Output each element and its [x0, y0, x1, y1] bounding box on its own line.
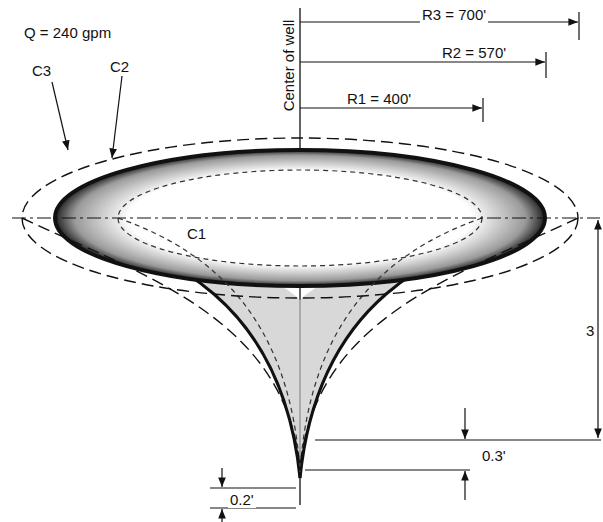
curve-callout: C1: [185, 225, 208, 242]
drawdown-dimension: 3: [584, 322, 596, 339]
drawdown-dimension: 0.2': [228, 491, 256, 508]
axis-label: Center of well: [281, 17, 298, 113]
drawdown-dimension: 0.3': [480, 447, 508, 464]
radius-dimension: R2 = 570': [440, 44, 508, 61]
flow-rate: Q = 240 gpm: [22, 24, 113, 41]
curve-callout: C3: [30, 62, 53, 79]
curve-callout: C2: [108, 58, 131, 75]
radius-dimension: R1 = 400': [345, 90, 413, 107]
radius-dimension: R3 = 700': [420, 6, 488, 23]
